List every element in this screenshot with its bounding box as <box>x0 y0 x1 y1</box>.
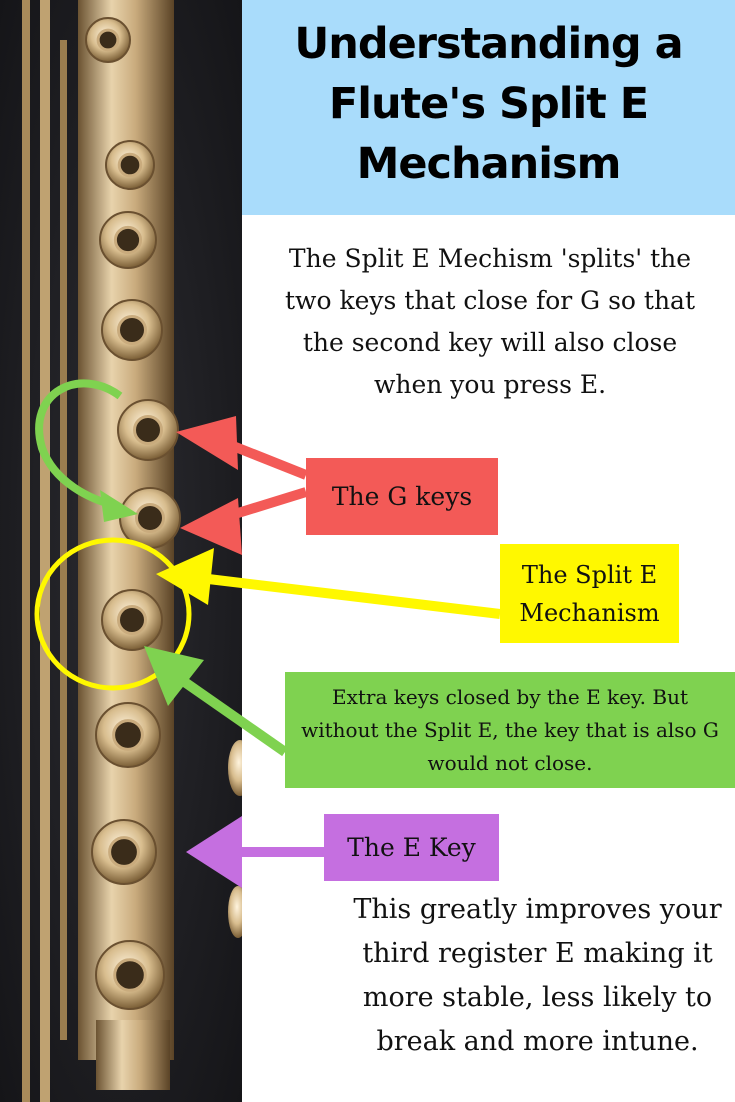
closing-paragraph: This greatly improves your third registe… <box>353 894 722 1057</box>
flute-rod <box>60 40 67 1040</box>
flute-key-hole <box>108 836 140 868</box>
intro-paragraph: The Split E Mechism 'splits' the two key… <box>285 244 695 399</box>
g-keys-label: The G keys <box>306 458 498 535</box>
flute-foot <box>96 1020 170 1090</box>
flute-key-hole <box>117 605 147 635</box>
flute-rod <box>22 0 30 1102</box>
flute-key-hole <box>117 315 147 345</box>
side-key <box>228 886 242 938</box>
flute-key-hole <box>96 28 120 52</box>
flute-rod <box>40 0 50 1102</box>
e-key-label: The E Key <box>324 814 499 881</box>
flute-photo <box>0 0 242 1102</box>
flute-key-hole <box>117 152 143 178</box>
flute-key-hole <box>113 225 143 255</box>
extra-keys-label: Extra keys closed by the E key. But with… <box>285 672 735 788</box>
split-e-label: The Split E Mechanism <box>500 544 679 643</box>
flute-key-hole <box>113 958 147 992</box>
flute-key-hole <box>135 503 165 533</box>
flute-key-hole <box>112 719 144 751</box>
flute-key-hole <box>133 415 163 445</box>
